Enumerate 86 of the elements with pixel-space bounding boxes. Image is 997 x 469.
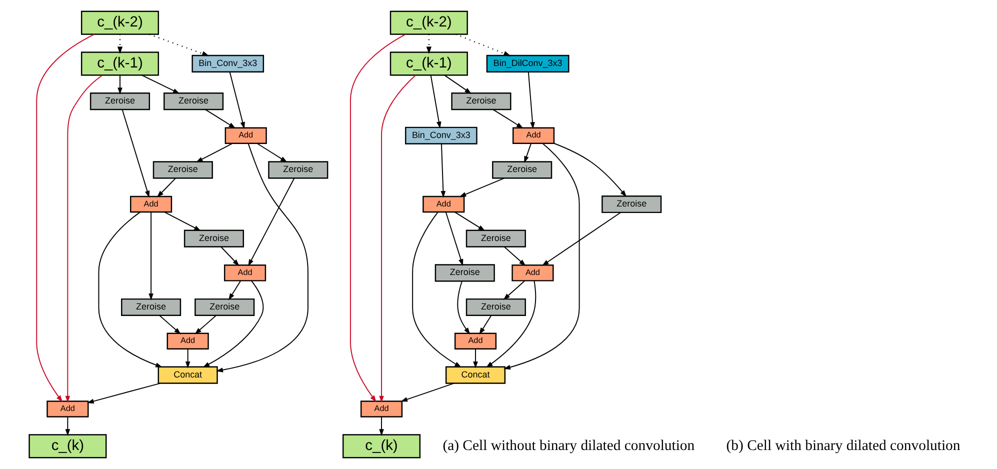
arrow xyxy=(228,72,244,129)
arrow xyxy=(553,142,626,197)
node-box: Zeroise xyxy=(163,92,224,110)
node-box: Concat xyxy=(444,366,506,384)
arrow xyxy=(454,212,485,232)
arrow xyxy=(64,74,102,403)
arrow xyxy=(195,143,232,162)
node-box: c_(k-2) xyxy=(389,10,468,35)
arrow xyxy=(220,246,239,266)
node-box: Zeroise xyxy=(601,195,662,214)
arrow xyxy=(456,280,470,334)
node-box: Add xyxy=(360,400,402,418)
arrow xyxy=(503,142,580,370)
node-box: Add xyxy=(223,264,266,282)
arrow xyxy=(158,315,180,334)
node-box: Add xyxy=(422,196,464,213)
arrow xyxy=(472,348,478,368)
arrow xyxy=(478,315,492,335)
arrow xyxy=(36,34,94,402)
node-box: Zeroise xyxy=(492,161,552,179)
arrow xyxy=(248,178,294,266)
node-box: Zeroise xyxy=(465,230,526,248)
label: (a) Cell without binary dilated convolution xyxy=(442,438,694,454)
arrow xyxy=(141,74,180,94)
node-box: Zeroise xyxy=(183,230,244,248)
arrow xyxy=(444,212,463,266)
arrow xyxy=(184,348,190,368)
node-box: Bin_DilConv_3x3 xyxy=(486,54,569,72)
arrow xyxy=(349,34,406,402)
node-box: c_(k) xyxy=(342,434,420,458)
node-box: c_(k-2) xyxy=(80,10,159,35)
arrow xyxy=(541,212,621,266)
node-box: Concat xyxy=(157,366,218,384)
node-box: Zeroise xyxy=(434,264,494,282)
arrow xyxy=(204,109,236,128)
arrow xyxy=(412,212,462,368)
node-box: Zeroise xyxy=(194,298,254,316)
arrow xyxy=(430,74,441,129)
node-box: Add xyxy=(224,127,266,144)
arrow xyxy=(444,74,472,94)
arrow xyxy=(378,416,384,436)
node-box: Bin_Conv_3x3 xyxy=(404,126,477,144)
node-box: Add xyxy=(454,332,496,350)
arrow xyxy=(156,178,176,198)
arrow xyxy=(527,72,534,130)
arrow xyxy=(86,382,160,404)
arrow xyxy=(400,382,454,402)
arrow xyxy=(117,75,122,95)
arrow xyxy=(458,178,504,197)
node-box: Add xyxy=(512,127,554,144)
arrow xyxy=(502,280,525,300)
arrow xyxy=(194,315,216,334)
arrow xyxy=(426,34,431,54)
arrow xyxy=(228,280,240,300)
arrow xyxy=(116,34,122,54)
node-box: Zeroise xyxy=(89,92,150,110)
node-box: Bin_Conv_3x3 xyxy=(191,54,264,72)
node-box: Add xyxy=(46,400,88,418)
node-box: Zeroise xyxy=(152,161,212,179)
arrow xyxy=(216,143,308,372)
arrow xyxy=(164,212,200,232)
node-box: Zeroise xyxy=(450,92,511,110)
arrow xyxy=(378,74,416,403)
arrow xyxy=(440,143,446,198)
arrow xyxy=(98,212,162,368)
arrow xyxy=(121,109,150,198)
node-box: c_(k-1) xyxy=(389,52,468,76)
node-box: Zeroise xyxy=(268,161,328,179)
node-box: c_(k) xyxy=(28,434,106,458)
node-box: Add xyxy=(511,264,554,282)
node-box: c_(k-1) xyxy=(80,52,159,76)
arrow xyxy=(485,280,536,368)
arrow xyxy=(524,143,531,164)
arrow xyxy=(503,246,526,266)
arrow xyxy=(256,143,287,162)
arrow xyxy=(64,416,70,436)
arrow xyxy=(455,34,510,56)
node-box: Add xyxy=(166,332,208,350)
node-box: Zeroise xyxy=(120,298,181,316)
arrow xyxy=(492,109,523,128)
node-box: Add xyxy=(130,196,172,213)
arrow xyxy=(148,34,209,56)
arrow xyxy=(202,280,264,368)
node-box: Zeroise xyxy=(465,298,526,316)
label: (b) Cell with binary dilated convolution xyxy=(726,438,960,454)
arrow xyxy=(148,212,153,300)
